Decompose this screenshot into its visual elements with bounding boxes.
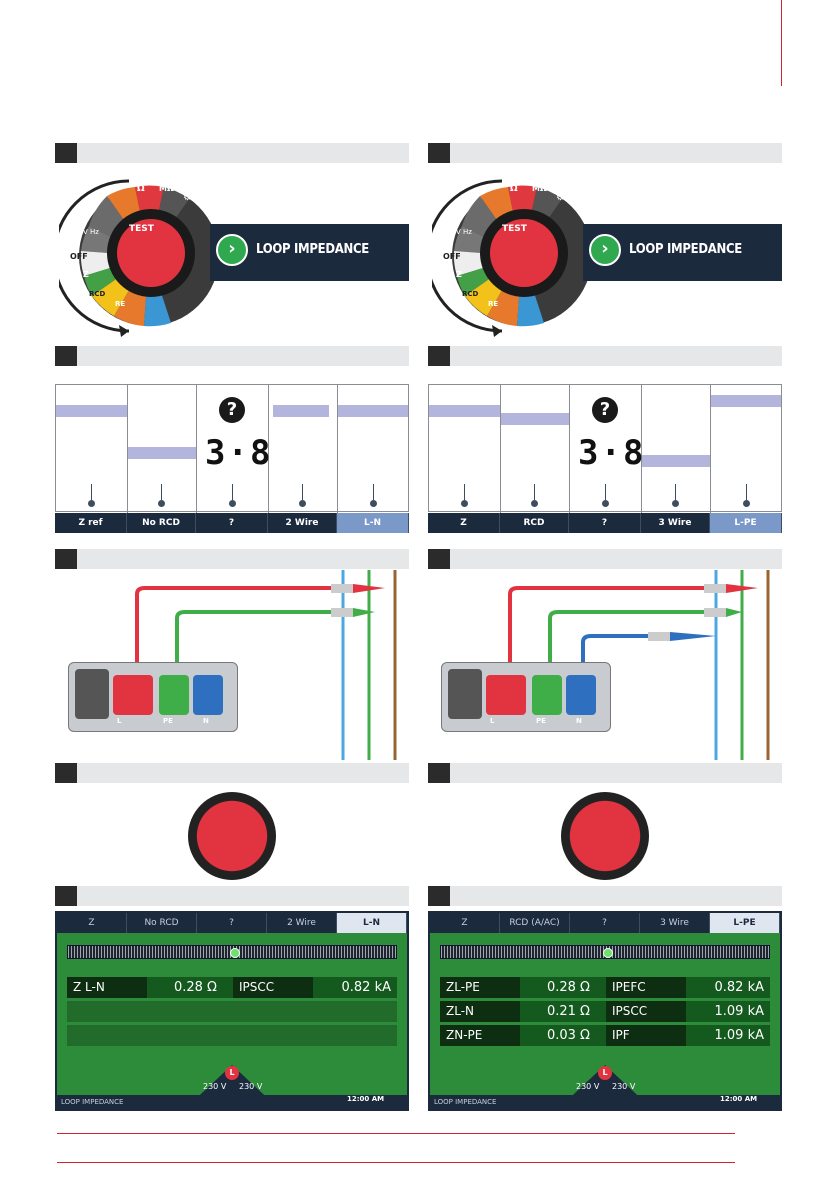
tab-rcd[interactable]: RCD [500,513,569,533]
footer-rule-top [57,1133,735,1134]
help-icon: ? [219,397,245,423]
dial-label-z: Z [83,270,89,279]
dial-label-mohm: MΩ [159,184,174,193]
impedance-gauge [67,945,397,959]
tab-wire[interactable]: 2 Wire [268,513,337,533]
tab-help[interactable]: ? [569,513,641,533]
wiring-diagram [135,570,397,760]
display-glyph: 3·8 [578,433,646,473]
step-bar-5 [55,886,409,906]
tab-z[interactable]: Z [428,513,500,533]
rotary-dial[interactable] [59,171,219,341]
tab-ln[interactable]: L-N [337,513,409,533]
terminal-l1[interactable] [113,675,153,715]
step-bar-4 [428,763,782,783]
tab-help[interactable]: ? [196,513,268,533]
chevron-right-icon: › [589,234,621,266]
gear-icon: ⚙ [556,192,565,203]
test-button[interactable] [188,792,276,880]
result-row: ZL-PE 0.28 Ω IPEFC 0.82 kA [440,977,770,998]
footer-rule-bottom [57,1162,735,1163]
test-button[interactable] [561,792,649,880]
dial-label-off: OFF [70,252,88,261]
tab-lpe[interactable]: L-PE [710,513,782,533]
dial-test-label: TEST [129,224,154,234]
banner-title: LOOP IMPEDANCE [256,242,369,257]
function-banner: › LOOP IMPEDANCE [583,224,782,281]
help-icon: ? [592,397,618,423]
tab-wire[interactable]: 3 Wire [641,513,710,533]
step-bar-4 [55,763,409,783]
left-column: Ω MΩ ⚙ V Hz OFF Z RCD RE TEST › LOOP IMP… [55,0,409,1130]
selector-tabs: Z ref No RCD ? 2 Wire L-N [55,513,409,533]
function-banner: › LOOP IMPEDANCE [210,224,409,281]
tester-terminal-panel: L PE N [68,662,238,732]
result-row: ZL-N 0.21 Ω IPSCC 1.09 kA [440,1001,770,1022]
results-screen: Z No RCD ? 2 Wire L-N Z L-N 0.28 Ω IPSCC… [55,911,409,1111]
result-row: Z L-N 0.28 Ω IPSCC 0.82 kA [67,977,397,998]
impedance-gauge [440,945,770,959]
rotary-dial[interactable] [432,171,592,341]
terminal-l2[interactable] [159,675,189,715]
wiring-diagram [508,570,770,760]
screen-footer: LOOP IMPEDANCE 12:00 AM [57,1095,407,1109]
result-row: ZN-PE 0.03 Ω IPF 1.09 kA [440,1025,770,1046]
tab-rcd[interactable]: No RCD [127,513,196,533]
banner-title: LOOP IMPEDANCE [629,242,742,257]
chevron-right-icon: › [216,234,248,266]
display-glyph: 3·8 [205,433,273,473]
step-bar-3 [428,549,782,569]
page-edge-line [781,0,782,86]
dial-label-rcd: RCD [89,290,106,298]
dial-label-re: RE [115,300,126,308]
step-bar-2 [55,346,409,366]
step-bar-2 [428,346,782,366]
terminal-l3[interactable] [566,675,596,715]
results-screen: Z RCD (A/AC) ? 3 Wire L-PE ZL-PE 0.28 Ω … [428,911,782,1111]
gear-icon: ⚙ [183,192,192,203]
step-bar-1 [55,143,409,163]
tab-zref[interactable]: Z ref [55,513,127,533]
terminal-l1[interactable] [486,675,526,715]
dial-label-ohm: Ω [137,184,145,194]
terminal-l2[interactable] [532,675,562,715]
dial-label-vhz: V Hz [83,228,99,236]
tester-terminal-panel: L PE N [441,662,611,732]
selector-tabs: Z RCD ? 3 Wire L-PE [428,513,782,533]
step-bar-3 [55,549,409,569]
step-bar-1 [428,143,782,163]
terminal-l3[interactable] [193,675,223,715]
right-column: Ω MΩ ⚙ V Hz OFF Z RCD RE TEST › LOOP IMP… [428,0,782,1130]
screen-footer: LOOP IMPEDANCE 12:00 AM [430,1095,780,1109]
step-bar-5 [428,886,782,906]
